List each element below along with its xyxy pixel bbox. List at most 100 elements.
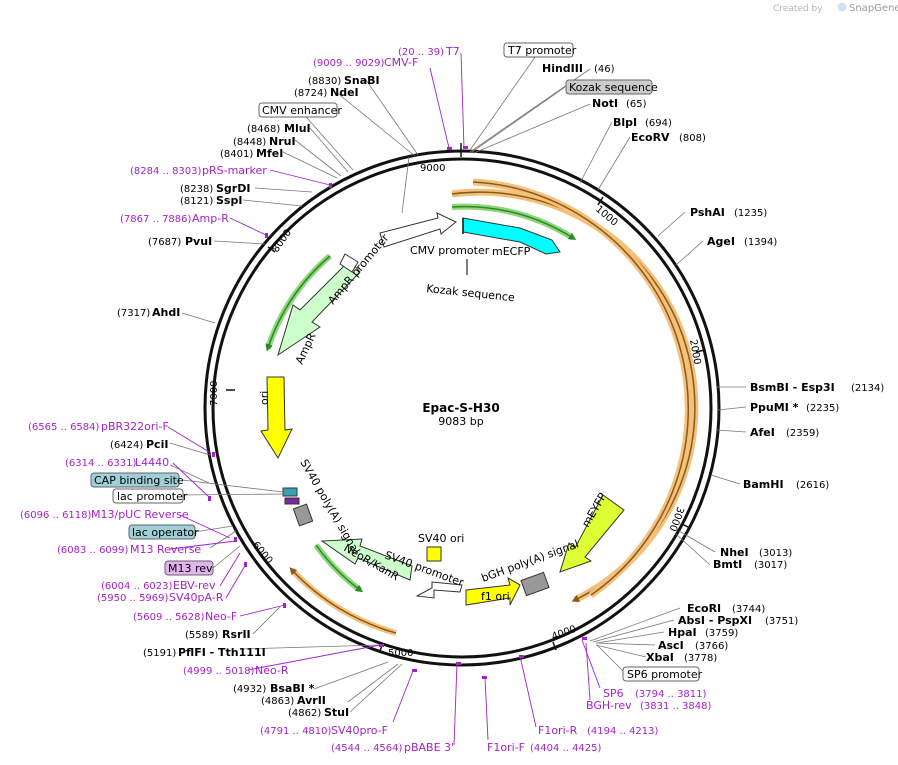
feature-sv40-promoter[interactable]	[415, 581, 463, 599]
primer-Amp-R[interactable]: Amp-R	[192, 212, 229, 225]
enzyme-AgeI[interactable]: AgeI	[707, 235, 735, 248]
enzyme-AbsI-PspXI-pos: (3751)	[765, 616, 798, 627]
primer-pBABE3[interactable]: pBABE 3'	[404, 741, 454, 754]
enzyme-HindIII-pos: (46)	[594, 64, 615, 75]
label-f1-ori: f1 ori	[481, 590, 510, 603]
feature-mECFP[interactable]	[462, 217, 561, 255]
enzyme-SnaBI[interactable]: SnaBI	[344, 74, 380, 87]
primer-L4440[interactable]: L4440	[135, 456, 169, 469]
label-t7-promoter: T7 promoter	[507, 44, 577, 57]
box-lac-operator[interactable]	[128, 524, 196, 540]
ring-ticks	[226, 143, 706, 652]
primer-SV40pro-F[interactable]: SV40pro-F	[331, 724, 388, 737]
primer-EBV-rev[interactable]: EBV-rev	[173, 579, 216, 592]
enzyme-NdeI[interactable]: NdeI	[330, 86, 359, 99]
enzyme-EcoRV[interactable]: EcoRV	[631, 131, 670, 144]
primer-F1ori-R-pos: (4194 .. 4213)	[587, 726, 659, 737]
enzyme-NheI[interactable]: NheI	[720, 546, 749, 559]
box-kozak[interactable]	[565, 79, 653, 95]
box-m13-rev[interactable]	[164, 560, 214, 576]
box-t7-promoter[interactable]	[503, 42, 574, 58]
primer-Neo-F[interactable]: Neo-F	[205, 610, 237, 623]
enzyme-SgrDI[interactable]: SgrDI	[216, 182, 250, 195]
enzyme-AgeI-pos: (1394)	[744, 237, 777, 248]
primer-pBR322ori-F[interactable]: pBR322ori-F	[101, 420, 169, 433]
tick-7000: 7000	[209, 381, 220, 406]
enzyme-SspI-pos: (8121)	[180, 196, 213, 207]
enzyme-NruI[interactable]: NruI	[269, 135, 296, 148]
feature-ampr-promoter[interactable]	[339, 253, 359, 273]
enzyme-AfeI[interactable]: AfeI	[750, 426, 775, 439]
enzyme-BlpI-pos: (694)	[645, 118, 672, 129]
enzyme-PshAI[interactable]: PshAI	[690, 206, 725, 219]
feature-sv40-polya[interactable]	[292, 503, 314, 527]
enzyme-HindIII[interactable]: HindIII	[542, 62, 583, 75]
enzyme-PpuMI-pos: (2235)	[806, 403, 839, 414]
enzyme-BmtI[interactable]: BmtI	[713, 558, 742, 571]
primer-BGH-rev[interactable]: BGH-rev	[586, 699, 632, 712]
enzyme-PshAI-pos: (1235)	[734, 208, 767, 219]
enzyme-NheI-pos: (3013)	[759, 548, 792, 559]
enzyme-PflFI-Tth111I[interactable]: PflFI - Tth111I	[178, 646, 266, 659]
enzyme-MluI[interactable]: MluI	[284, 122, 311, 135]
box-cap-binding-site[interactable]	[90, 472, 180, 488]
enzyme-EcoRV-pos: (808)	[679, 133, 706, 144]
snapgene-logo-icon	[837, 2, 847, 12]
primer-pBR322ori-F-pos: (6565 .. 6584)	[28, 422, 100, 433]
primer-M13-Reverse[interactable]: M13 Reverse	[130, 543, 201, 556]
primer-SV40pA-R[interactable]: SV40pA-R	[169, 591, 224, 604]
enzyme-XbaI[interactable]: XbaI	[646, 651, 674, 664]
primer-F1ori-F[interactable]: F1ori-F	[487, 741, 525, 754]
enzyme-BlpI[interactable]: BlpI	[613, 116, 637, 129]
orf-arc-green-bottom-line	[315, 544, 364, 593]
enzyme-SspI[interactable]: SspI	[216, 194, 242, 207]
enzyme-HpaI[interactable]: HpaI	[668, 626, 697, 639]
enzyme-BsmBI-Esp3I[interactable]: BsmBI - Esp3I	[750, 381, 835, 394]
feature-sv40-ori[interactable]	[426, 546, 442, 562]
feature-NeoR-KanR[interactable]	[320, 538, 413, 581]
label-m13-rev: M13 rev	[168, 562, 213, 575]
feature-ori[interactable]	[260, 376, 293, 460]
primer-T7[interactable]: T7	[445, 45, 460, 58]
feature-cap-site-mark	[282, 487, 298, 497]
enzyme-AvrII[interactable]: AvrII	[297, 694, 326, 707]
box-sp6-promoter[interactable]	[622, 666, 700, 682]
label-lac-promoter: lac promoter	[117, 490, 188, 503]
enzyme-MfeI[interactable]: MfeI	[256, 147, 283, 160]
enzyme-NotI-pos: (65)	[626, 99, 647, 110]
primer-M13-pUC-Reverse[interactable]: M13/pUC Reverse	[91, 508, 189, 521]
enzyme-PpuMI[interactable]: PpuMI *	[750, 401, 799, 414]
enzyme-StuI[interactable]: StuI	[324, 706, 349, 719]
box-cmv-enhancer[interactable]	[258, 102, 338, 118]
enzyme-AbsI-PspXI[interactable]: AbsI - PspXI	[678, 614, 752, 627]
enzyme-EcoRI[interactable]: EcoRI	[687, 602, 721, 615]
primer-SP6[interactable]: SP6	[603, 687, 624, 700]
enzyme-BsaBI[interactable]: BsaBI *	[270, 682, 315, 695]
enzyme-AhdI[interactable]: AhdI	[152, 306, 180, 319]
enzyme-AscI[interactable]: AscI	[658, 639, 684, 652]
box-lac-promoter[interactable]	[112, 488, 184, 504]
credit-brand: SnapGene	[849, 3, 898, 14]
primer-pRS-marker-pos: (8284 .. 8303)	[130, 166, 202, 177]
primer-CMV-F[interactable]: CMV-F	[384, 56, 418, 69]
feature-f1-ori[interactable]	[465, 576, 521, 606]
feature-AmpR[interactable]	[277, 259, 361, 357]
enzyme-PvuI[interactable]: PvuI	[185, 235, 212, 248]
enzyme-NotI[interactable]: NotI	[592, 97, 618, 110]
enzyme-PciI-pos: (6424)	[110, 440, 143, 451]
primer-Neo-R[interactable]: Neo-R	[255, 664, 289, 677]
feature-mEYFP[interactable]	[559, 494, 625, 573]
feature-lac-operator-mark	[284, 497, 300, 505]
enzyme-PciI[interactable]: PciI	[146, 438, 168, 451]
orf-arc-outer-line	[472, 181, 689, 596]
enzyme-BamHI[interactable]: BamHI	[743, 478, 784, 491]
primer-pRS-marker[interactable]: pRS-marker	[202, 164, 267, 177]
primer-F1ori-R[interactable]: F1ori-R	[538, 724, 578, 737]
feature-cmv-promoter[interactable]	[379, 212, 457, 248]
primer-pBABE3-pos: (4544 .. 4564)	[331, 743, 403, 754]
enzyme-RsrII[interactable]: RsrII	[222, 628, 251, 641]
primer-leader-lines	[167, 52, 601, 746]
feature-bgh-polya[interactable]	[520, 571, 550, 597]
primer-BGH-rev-pos: (3831 .. 3848)	[640, 701, 712, 712]
